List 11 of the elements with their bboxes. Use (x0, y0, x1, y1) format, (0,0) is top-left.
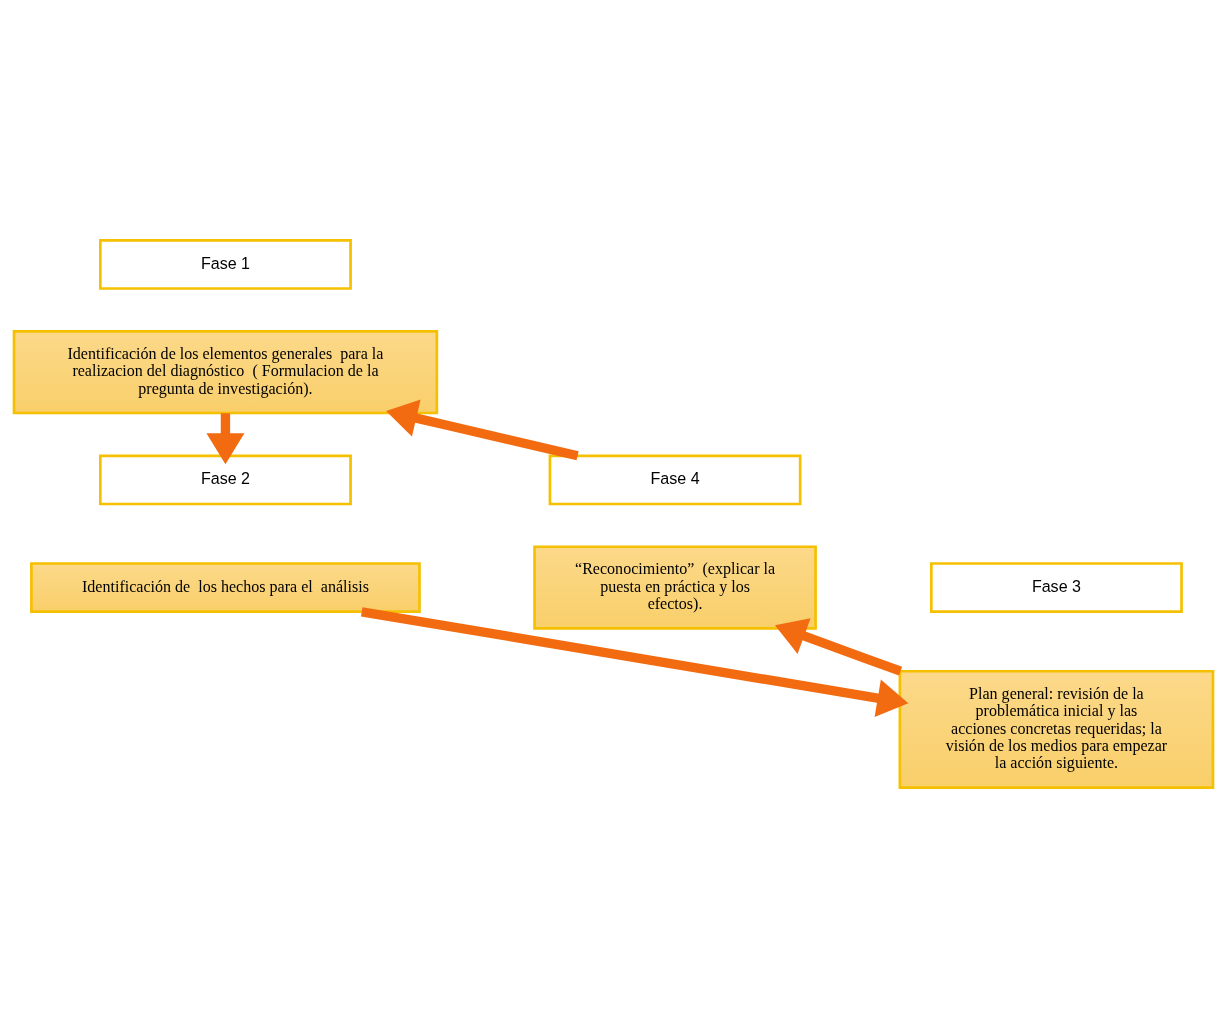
arrow (386, 399, 579, 461)
node-box: Fase 2 (99, 454, 352, 506)
node-box: “Reconocimiento” (explicar la puesta en práctica y los efectos). (533, 545, 817, 630)
node-box: Plan general: revisión de la problemática inicial y las acciones concretas requeridas; la visión de los medios para empezar la acción siguiente. (898, 669, 1215, 789)
arrow (774, 618, 903, 676)
node-box: Fase 1 (99, 239, 352, 290)
arrow (206, 413, 245, 465)
node-box: Fase 4 (548, 454, 802, 506)
node-box: Fase 3 (929, 562, 1183, 613)
node-box: Identificación de los elementos generales para la realizacion del diagnóstico ( Formulacion de la pregunta de investigación). (12, 330, 439, 415)
node-box: Identificación de los hechos para el análisis (30, 562, 421, 613)
